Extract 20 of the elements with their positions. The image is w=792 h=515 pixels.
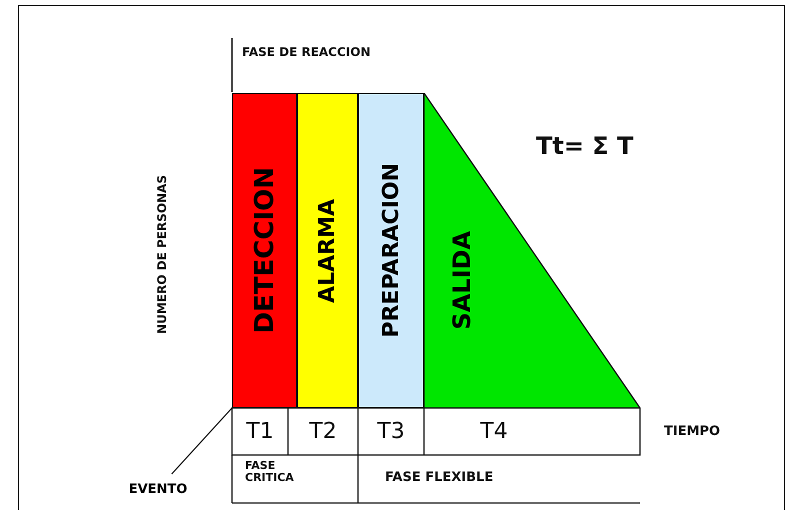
preparation-bar xyxy=(358,93,424,408)
time-label: T1 xyxy=(245,418,275,446)
alarm-bar xyxy=(297,93,358,408)
phase-label: SALIDA xyxy=(448,231,476,330)
exit-triangle xyxy=(424,93,640,408)
time-label: T3 xyxy=(376,418,406,446)
phase-label: FASE FLEXIBLE xyxy=(385,470,494,485)
phase-label: ALARMA xyxy=(315,198,340,302)
time-label: T2 xyxy=(308,418,338,446)
formula: Tt= Σ T xyxy=(536,132,634,160)
axis-title: FASE DE REACCION xyxy=(242,45,371,59)
time-label: T4 xyxy=(479,418,509,446)
leader-line xyxy=(171,408,232,474)
event-label: EVENTO xyxy=(128,482,188,496)
axis-title: NUMERO DE PERSONAS xyxy=(155,175,169,334)
phase-label: DETECCION xyxy=(250,167,280,334)
phase-label: PREPARACION xyxy=(378,163,404,338)
axis-title: TIEMPO xyxy=(664,424,720,439)
phase-label: FASE CRITICA xyxy=(245,460,295,484)
detection-bar xyxy=(232,93,297,408)
